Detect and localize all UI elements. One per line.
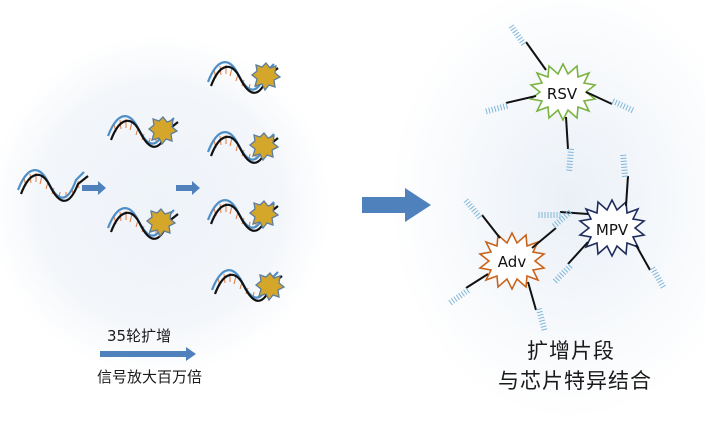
right-glow [390, 0, 705, 420]
rsv-target-icon [485, 24, 635, 171]
step-arrow-2-icon [176, 181, 200, 195]
binding-caption-line-2: 与芯片特异结合 [498, 369, 652, 393]
mpv-label: MPV [596, 221, 629, 239]
left-glow [0, 35, 330, 375]
adv-target-icon [448, 198, 573, 331]
mpv-target-icon [538, 154, 667, 289]
adv-label: Adv [498, 253, 527, 271]
big-arrow-icon [362, 188, 431, 222]
rsv-label: RSV [547, 85, 578, 103]
binding-caption-line-1: 扩增片段 [527, 339, 615, 363]
amplification-cycles-label: 35轮扩增 [107, 327, 172, 345]
step-arrow-1-icon [82, 181, 106, 195]
amplification-arrow-icon [100, 347, 196, 361]
signal-amplification-label: 信号放大百万倍 [97, 368, 203, 386]
